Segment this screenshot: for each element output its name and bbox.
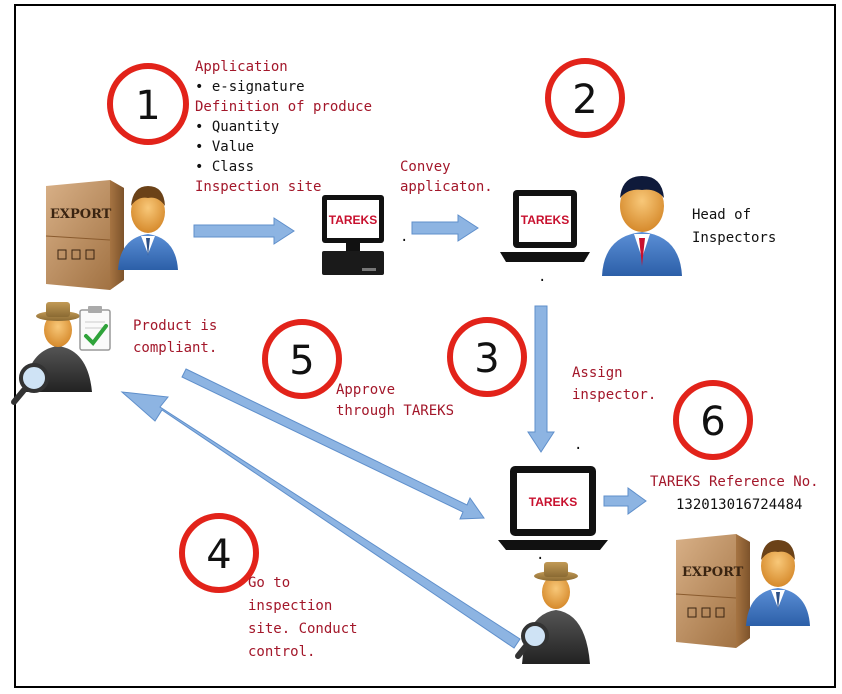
manager-person-icon: [602, 176, 682, 276]
step-circle-2: 2: [545, 58, 625, 138]
step-circle-3: 3: [447, 317, 527, 397]
laptop-screen-label-bottom: TAREKS: [529, 495, 577, 509]
arrow-inspection-back-to-inspector: [120, 391, 521, 649]
esignature-item: • e-signature: [195, 79, 305, 95]
application-heading: Application: [195, 59, 288, 75]
inspector-with-magnifier-icon: [11, 302, 92, 405]
reference-number: 132013016724484: [676, 497, 803, 513]
export-box-label: EXPORT: [50, 207, 112, 222]
assign-label-line1: Assign: [572, 365, 623, 381]
goto-label-line1: Go to: [248, 575, 291, 591]
arrow-compliant-to-laptop: [181, 368, 485, 520]
dot-marker-3: .: [574, 437, 583, 453]
head-of-inspectors-line2: Inspectors: [692, 230, 777, 246]
inspector-with-magnifier-icon: [515, 562, 590, 664]
convey-label-line2: applicaton.: [400, 179, 493, 195]
step-circle-1: 1: [107, 63, 189, 145]
step-number-5: 5: [289, 338, 314, 384]
computer-icon: TAREKS: [322, 195, 384, 275]
exporter-person-icon: [118, 186, 178, 270]
head-of-inspectors-line1: Head of: [692, 207, 752, 223]
step-number-2: 2: [572, 77, 597, 123]
inspection-site-heading: Inspection site: [195, 179, 322, 195]
step-circle-6: 6: [673, 380, 753, 460]
computer-screen-label: TAREKS: [329, 213, 377, 227]
goto-label-line3: site. Conduct: [248, 621, 358, 637]
assign-label-line2: inspector.: [572, 387, 657, 403]
reference-title: TAREKS Reference No.: [650, 474, 819, 490]
arrow-laptop-to-reference: [603, 487, 647, 515]
laptop-screen-label-top: TAREKS: [521, 213, 569, 227]
step-number-3: 3: [474, 336, 499, 382]
arrow-head-to-inspector-laptop: [527, 305, 555, 453]
dot-marker-2: .: [538, 269, 547, 285]
class-item: • Class: [195, 159, 255, 175]
step-number-1: 1: [135, 83, 160, 129]
compliant-label-line1: Product is: [133, 318, 218, 334]
laptop-icon: TAREKS: [500, 190, 590, 262]
export-box-icon: EXPORT: [45, 180, 124, 290]
step-circle-5: 5: [262, 319, 342, 399]
definition-heading: Definition of produce: [195, 99, 373, 115]
approve-label-line1: Approve: [336, 382, 396, 398]
goto-label-line4: control.: [248, 644, 316, 660]
arrow-tareks-to-head: [411, 214, 479, 242]
step-number-6: 6: [700, 399, 725, 445]
dot-marker-4: .: [536, 547, 545, 563]
step-number-4: 4: [206, 532, 231, 578]
laptop-icon: TAREKS: [498, 466, 608, 550]
approve-label-line2: through TAREKS: [336, 403, 455, 419]
arrow-exporter-to-tareks: [193, 217, 295, 245]
clipboard-check-icon: [79, 306, 111, 351]
value-item: • Value: [195, 139, 255, 155]
step-circle-4: 4: [179, 513, 259, 593]
compliant-label-line2: compliant.: [133, 340, 218, 356]
export-box-label-2: EXPORT: [682, 565, 744, 580]
exporter-person-icon: [746, 540, 810, 626]
convey-label-line1: Convey: [400, 159, 451, 175]
goto-label-line2: inspection: [248, 598, 333, 614]
quantity-item: • Quantity: [195, 119, 280, 135]
export-box-icon: EXPORT: [675, 534, 750, 648]
dot-marker-1: .: [400, 229, 409, 245]
